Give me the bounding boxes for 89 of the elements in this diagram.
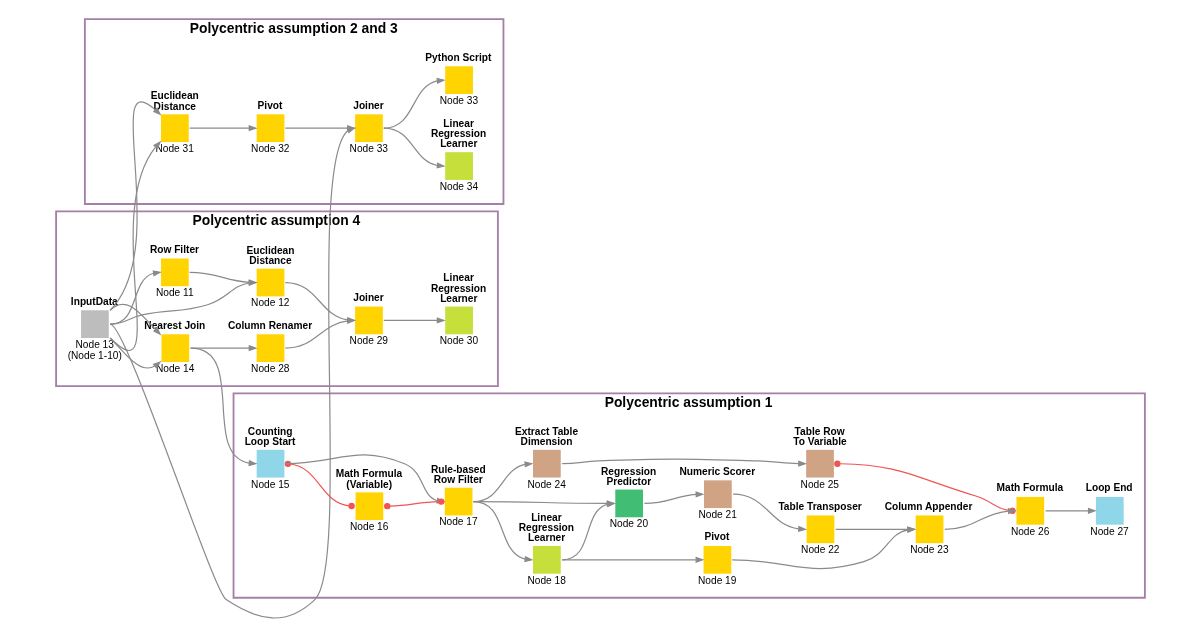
node-label: Node 28: [250, 363, 290, 374]
node-box-text: [160, 334, 189, 362]
node-box-text: [444, 152, 473, 180]
node-label: Loop End: [1085, 482, 1133, 494]
node-label: Node 19: [697, 574, 736, 586]
node-label: Node 34: [439, 180, 478, 192]
node-label: Node 33: [439, 94, 478, 106]
node-box-text: [354, 306, 383, 335]
node-label: Counting Loop Start: [244, 425, 295, 448]
node-box-text: [444, 66, 473, 94]
arrow: [834, 526, 916, 533]
arrow: [732, 493, 807, 532]
node-box-text: [614, 489, 643, 518]
arrow: [1044, 507, 1097, 514]
node-box-text: [160, 114, 189, 143]
node-box-text: [703, 545, 731, 574]
node-box-text: [806, 515, 834, 544]
node-label: Node 27: [1089, 525, 1129, 537]
node-label: Column Appender: [884, 500, 972, 512]
node-box-text: [805, 449, 834, 478]
node-label: Nearest Join: [143, 319, 205, 331]
node-label: Node 16: [349, 521, 388, 533]
node-label: Node 21: [697, 509, 737, 521]
node-box-text: [1095, 496, 1124, 525]
node-label: Joiner: [352, 99, 384, 111]
node-label: Node 12: [250, 297, 290, 309]
arrow: [382, 77, 446, 129]
node-box-text: [256, 334, 284, 362]
node-box-text: [160, 258, 189, 287]
arrow: [643, 491, 704, 505]
node-label: Pivot: [703, 531, 729, 543]
node-label: Regression Predictor: [600, 465, 656, 487]
node-label: Node 24: [526, 478, 566, 490]
node-label: Joiner: [352, 291, 384, 303]
node-label: Node 11: [155, 287, 194, 299]
node-label: Node 18: [526, 574, 566, 586]
arrow: [382, 317, 446, 324]
node-label: Euclidean Distance: [246, 244, 294, 266]
node-box-text: [80, 310, 109, 338]
arrow: [109, 337, 161, 369]
node-box-text: [532, 449, 561, 478]
node-label: Node 23: [909, 544, 949, 556]
node-label: Linear Regression Learner: [430, 118, 486, 150]
node-label: Column Renamer: [227, 319, 312, 331]
node-box-text: [354, 114, 383, 143]
node-label: Numeric Scorer: [679, 465, 755, 477]
node-label: Node 26: [1010, 525, 1049, 537]
node-label: Node 22: [800, 544, 839, 556]
node-label: Math Formula: [996, 482, 1063, 494]
node-label: Node 20: [609, 518, 648, 530]
arrow: [109, 140, 161, 351]
node-label: Table Transposer: [777, 500, 862, 512]
node-label: Linear Regression Learner: [430, 272, 486, 304]
node-label: Extract Table Dimension: [514, 425, 578, 448]
node-label: Python Script: [424, 51, 491, 63]
node-label: Euclidean Distance: [150, 90, 199, 112]
arrow: [188, 125, 258, 132]
node-label: Node 13 (Node 1-10): [67, 338, 122, 362]
arrow: [731, 526, 916, 570]
node-box-text: [532, 545, 561, 574]
node-box-text: [915, 515, 943, 544]
node-label: Node 32: [250, 143, 290, 155]
node-box-text: [355, 492, 383, 521]
arrow: [109, 279, 258, 325]
node-box-text: [256, 268, 284, 297]
node-label: Node 29: [349, 335, 388, 347]
node-label: Node 17: [438, 516, 478, 528]
node-box-text: [256, 449, 284, 478]
node-box-text: [256, 114, 284, 143]
node-label: Node 25: [800, 478, 839, 490]
node-label: Pivot: [257, 99, 282, 111]
node-label: Node 33: [349, 143, 388, 155]
arrow: [561, 458, 807, 467]
node-label: Node 30: [439, 335, 478, 347]
node-label: Linear Regression Learner: [518, 511, 574, 544]
node-label: InputData: [70, 295, 118, 307]
node-label: Node 15: [250, 478, 290, 490]
node-label: Math Formula (Variable): [335, 468, 402, 490]
node-box-text: [1015, 496, 1044, 525]
node-label: Row Filter: [149, 243, 199, 255]
node-label: Rule-based Row Filter: [430, 463, 486, 485]
node-box-text: [444, 306, 473, 335]
arrow: [189, 347, 258, 467]
node-label: Table Row To Variable: [792, 425, 847, 448]
node-box-text: [444, 487, 472, 516]
node-label: Node 14: [155, 363, 194, 374]
node-box-text: [703, 480, 732, 509]
arrow: [109, 303, 161, 336]
arrow: [188, 271, 258, 286]
